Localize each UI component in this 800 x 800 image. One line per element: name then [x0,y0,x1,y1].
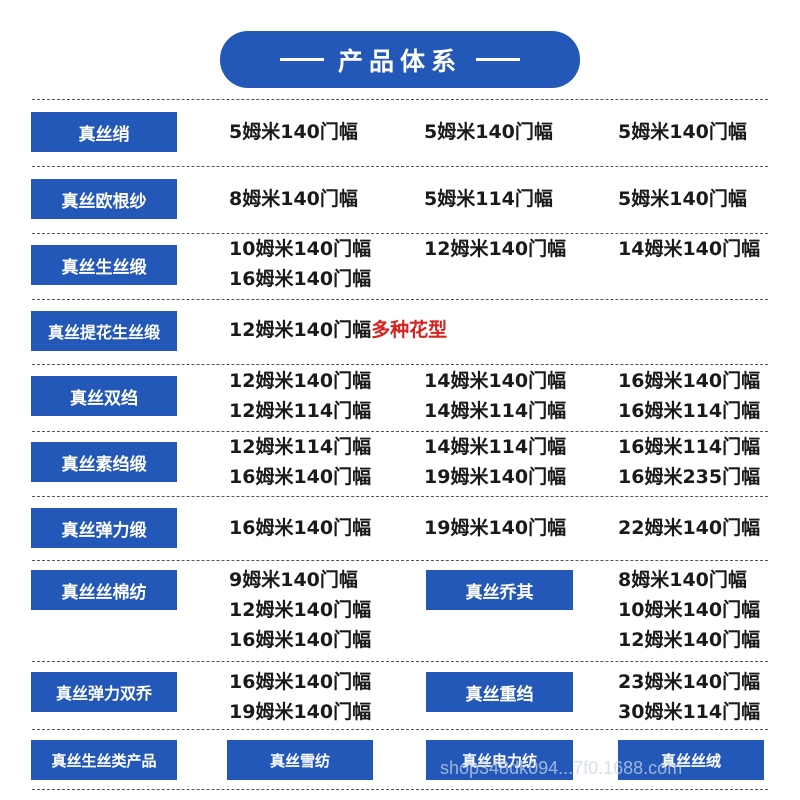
spec-text: 22姆米140门幅 [618,517,761,539]
category-badge: 真丝弹力缎 [31,508,177,548]
category-badge: 真丝弹力双乔 [31,672,177,712]
spec-text: 12姆米140门幅 [229,370,372,392]
spec-text: 16姆米140门幅 [229,629,372,651]
category-badge: 真丝素绉缎 [31,442,177,482]
spec-text: 16姆米140门幅 [229,466,372,488]
category-badge: 真丝绡 [31,112,177,152]
spec-text: 19姆米140门幅 [424,466,567,488]
spec-text: 16姆米235门幅 [618,466,761,488]
category-badge: 真丝重绉 [426,672,573,712]
spec-text: 8姆米140门幅 [229,188,358,210]
category-badge: 真丝乔其 [426,570,573,610]
spec-text: 12姆米140门幅 [618,629,761,651]
spec-text: 23姆米140门幅 [618,671,761,693]
category-badge: 真丝雪纺 [227,740,373,780]
shop-watermark: shop348dk094...7f0.1688.com [440,758,683,778]
spec-text: 14姆米114门幅 [424,436,567,458]
spec-text: 30姆米114门幅 [618,701,761,723]
spec-text: 5姆米140门幅 [618,121,747,143]
divider [32,661,768,662]
section-title: 产品体系 [337,46,462,76]
spec-text: 19姆米140门幅 [424,517,567,539]
spec-text: 12姆米114门幅 [229,436,372,458]
spec-text: 16姆米114门幅 [618,400,761,422]
divider [32,729,768,730]
spec-text: 5姆米114门幅 [424,188,553,210]
spec-text: 16姆米140门幅 [229,268,372,290]
variety-note: 多种花型 [371,319,448,341]
spec-text: 5姆米140门幅 [618,188,747,210]
divider [32,364,768,365]
category-badge: 真丝生丝类产品 [31,740,177,780]
spec-text: 16姆米140门幅 [618,370,761,392]
category-badge: 真丝欧根纱 [31,179,177,219]
spec-text: 16姆米140门幅 [229,517,372,539]
title-dash-right [476,58,520,61]
divider [32,789,768,790]
divider [32,99,768,100]
category-badge: 真丝丝棉纺 [31,570,177,610]
title-dash-left [279,58,324,61]
spec-text: 14姆米140门幅 [618,238,761,260]
spec-value: 12姆米140门幅 [229,319,372,341]
spec-text: 5姆米140门幅 [424,121,553,143]
spec-text: 16姆米114门幅 [618,436,761,458]
category-badge: 真丝丝绒 [618,740,764,780]
spec-text: 12姆米140门幅 [229,599,372,621]
spec-text: 10姆米140门幅 [229,238,372,260]
divider [32,560,768,561]
category-badge: 真丝生丝缎 [31,245,177,285]
divider [32,431,768,432]
spec-text: 14姆米140门幅 [424,370,567,392]
section-title-banner: 产品体系 [220,31,580,88]
category-badge: 真丝双绉 [31,376,177,416]
spec-text: 9姆米140门幅 [229,569,358,591]
category-badge: 真丝电力纺 [426,740,573,780]
spec-text: 5姆米140门幅 [229,121,358,143]
spec-text: 12姆米140门幅多种花型 [229,315,447,345]
spec-text: 14姆米114门幅 [424,400,567,422]
spec-text: 16姆米140门幅 [229,671,372,693]
spec-text: 8姆米140门幅 [618,569,747,591]
category-badge: 真丝提花生丝缎 [31,311,177,351]
divider [32,233,768,234]
divider [32,299,768,300]
divider [32,166,768,167]
spec-text: 19姆米140门幅 [229,701,372,723]
divider [32,496,768,497]
spec-text: 10姆米140门幅 [618,599,761,621]
spec-text: 12姆米114门幅 [229,400,372,422]
spec-text: 12姆米140门幅 [424,238,567,260]
